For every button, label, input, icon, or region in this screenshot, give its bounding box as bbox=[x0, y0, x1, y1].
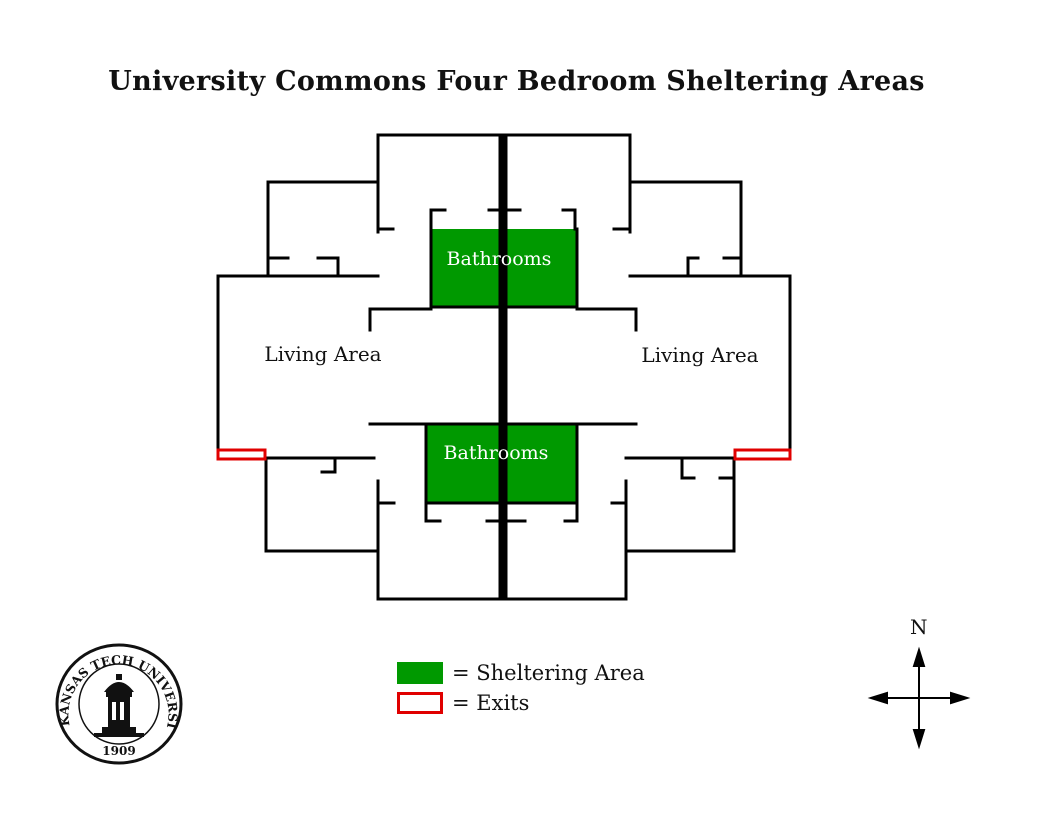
exit-swatch bbox=[397, 692, 443, 714]
legend-exits-label: = Exits bbox=[452, 691, 530, 715]
legend-sheltering-label: = Sheltering Area bbox=[452, 661, 645, 685]
legend-sheltering-row: = Sheltering Area bbox=[397, 660, 645, 686]
sheltering-area-swatch bbox=[397, 662, 443, 684]
bathrooms-top-label: Bathrooms bbox=[447, 248, 552, 270]
compass-icon bbox=[867, 646, 971, 750]
living-area-left-label: Living Area bbox=[264, 342, 381, 366]
map-title: University Commons Four Bedroom Shelteri… bbox=[108, 66, 925, 97]
seal-year: 1909 bbox=[102, 744, 135, 758]
bathrooms-bottom-label: Bathrooms bbox=[444, 442, 549, 464]
legend-exits-row: = Exits bbox=[397, 690, 529, 716]
living-area-right-label: Living Area bbox=[641, 343, 758, 367]
university-seal-logo: ARKANSAS TECH UNIVERSITY 1909 bbox=[54, 642, 183, 765]
exit-west bbox=[216, 448, 267, 461]
exit-east bbox=[733, 448, 792, 461]
walls bbox=[216, 133, 792, 601]
compass-north-label: N bbox=[910, 615, 928, 639]
